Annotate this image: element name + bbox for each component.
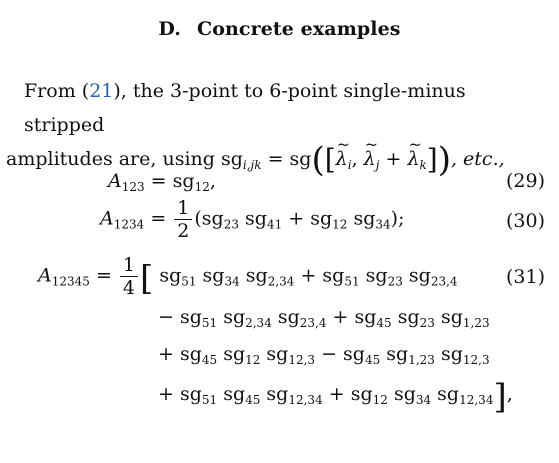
big-paren-open: (	[311, 140, 325, 180]
equation-29: A123 = sg12,	[108, 170, 216, 194]
equation-31-line-3: + sg45 sg12 sg12,3 − sg45 sg1,23 sg12,3	[158, 343, 490, 367]
big-paren-close: )	[437, 140, 451, 180]
bracket-open: [	[324, 143, 336, 176]
section-number: D.	[158, 18, 182, 40]
intro-line-2: amplitudes are, using sgi,jk = sg([λi, λ…	[6, 128, 546, 182]
sg-subscript: i,jk	[242, 158, 262, 172]
bracket-close: ]	[426, 143, 438, 176]
equation-number-31: (31)	[505, 266, 545, 288]
intro-etc: , etc.,	[450, 148, 505, 170]
equation-31-line-4: + sg51 sg45 sg12,34 + sg12 sg34 sg12,34]…	[158, 377, 513, 417]
intro-paragraph: From (21), the 3-point to 6-point single…	[6, 74, 546, 182]
intro-text-from: From (	[24, 80, 90, 102]
lambda-j: λ	[364, 128, 378, 176]
intro-text-using: amplitudes are, using sg	[6, 148, 243, 170]
equation-31-line-2: − sg51 sg2,34 sg23,4 + sg45 sg23 sg1,23	[158, 306, 490, 330]
lambda-k: λ	[407, 128, 421, 176]
equation-number-30: (30)	[505, 210, 545, 232]
equation-ref-link[interactable]: 21	[89, 80, 114, 102]
intro-line-1: From (21), the 3-point to 6-point single…	[6, 74, 546, 142]
lambda-i: λ	[336, 128, 350, 176]
intro-text-rest: ), the 3-point to 6-point single-minus s…	[24, 80, 466, 136]
section-heading: D. Concrete examples	[0, 18, 559, 40]
section-title: Concrete examples	[197, 18, 401, 40]
equation-number-29: (29)	[505, 170, 545, 192]
sg-eq: = sg	[261, 148, 312, 170]
